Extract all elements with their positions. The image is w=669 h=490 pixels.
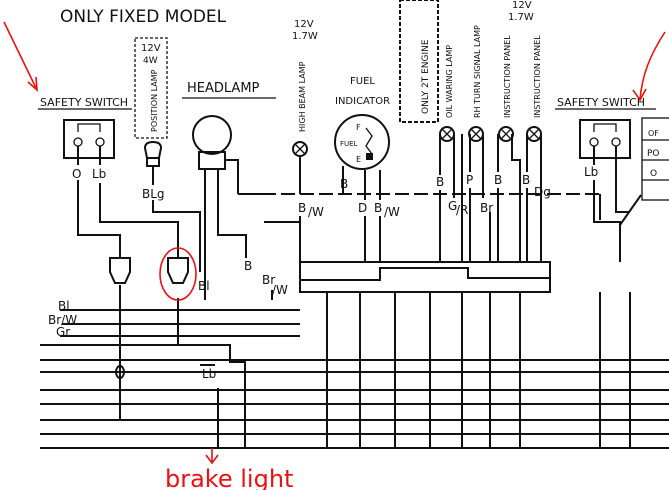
wire-g-r-slash: /R bbox=[456, 203, 468, 217]
wire-lb-right: Lb bbox=[584, 165, 598, 179]
position-lamp-rating: 12V bbox=[141, 43, 161, 54]
right-table-1: OF bbox=[648, 129, 659, 138]
annotation-arrow-right bbox=[632, 31, 666, 102]
wire-b-fuel: B bbox=[340, 177, 348, 191]
instruction-panel-2-label: INSTRUCTION PANEL bbox=[533, 35, 542, 118]
wire-b-right3: B bbox=[522, 173, 530, 187]
brake-light-label: brake light bbox=[165, 465, 293, 490]
right-lamp-group: 12V 1.7W ONLY 2T ENGINE OIL WARING LAMP … bbox=[399, 0, 542, 142]
diagram-title: ONLY FIXED MODEL bbox=[60, 7, 227, 27]
headlamp-label: HEADLAMP bbox=[187, 81, 260, 96]
wire-g-r: G bbox=[448, 199, 457, 213]
wires bbox=[40, 134, 669, 449]
wire-b-right1: B bbox=[436, 175, 444, 189]
position-lamp-watt: 4W bbox=[143, 56, 158, 66]
oil-warning-label: OIL WARING LAMP bbox=[445, 45, 454, 118]
wire-br-w-slash: /W bbox=[272, 283, 288, 297]
position-lamp: 12V 4W POSITION LAMP bbox=[134, 37, 168, 167]
wire-bl-conn: Bl bbox=[198, 279, 210, 293]
wire-br-bottom: Br bbox=[480, 201, 493, 215]
wire-blg: BLg bbox=[142, 187, 165, 201]
high-beam-rating: 12V bbox=[294, 19, 314, 30]
high-beam-watt: 1.7W bbox=[292, 31, 318, 42]
rh-turn-label: RH TURN SIGNAL LAMP bbox=[473, 25, 482, 118]
fuel-label: FUEL bbox=[350, 76, 375, 87]
wire-p: P bbox=[466, 173, 473, 187]
right-table-3: O bbox=[650, 169, 657, 179]
safety-switch-right: SAFETY SWITCH OF PO O bbox=[555, 96, 669, 201]
wire-b-w-2: B bbox=[374, 201, 382, 215]
high-beam-lamp: 12V 1.7W HIGH BEAM LAMP bbox=[292, 19, 318, 157]
wire-o: O bbox=[72, 167, 81, 181]
connector-mid bbox=[159, 247, 197, 301]
gauge-fuel: FUEL bbox=[340, 140, 358, 148]
wire-b-w-2-slash: /W bbox=[384, 205, 400, 219]
wire-bus-br-w: Br/W bbox=[48, 313, 77, 327]
wire-d: D bbox=[358, 201, 367, 215]
wire-lb-left: Lb bbox=[92, 167, 106, 181]
annotation-arrow-left bbox=[3, 21, 38, 92]
right-watt: 1.7W bbox=[508, 12, 534, 23]
fuel-indicator: FUEL INDICATOR F FUEL E bbox=[334, 76, 390, 170]
right-table-2: PO bbox=[647, 149, 660, 159]
wire-bus-gr: Gr bbox=[56, 325, 70, 339]
wire-b-w-1: B bbox=[298, 201, 306, 215]
inline-connector bbox=[115, 365, 125, 379]
wire-b-w-1-slash: /W bbox=[308, 205, 324, 219]
gauge-f: F bbox=[356, 123, 361, 132]
position-lamp-label: POSITION LAMP bbox=[150, 69, 159, 132]
safety-switch-right-label: SAFETY SWITCH bbox=[557, 96, 645, 109]
right-rating: 12V bbox=[512, 0, 532, 11]
safety-switch-left: SAFETY SWITCH bbox=[38, 96, 132, 159]
high-beam-label: HIGH BEAM LAMP bbox=[298, 61, 307, 132]
wire-lb-bottom: Lb bbox=[202, 367, 216, 381]
only-2t-label: ONLY 2T ENGINE bbox=[421, 39, 431, 114]
connector-left bbox=[109, 257, 131, 284]
headlamp: HEADLAMP bbox=[182, 81, 276, 170]
wire-labels: O Lb BLg Bl B Br /W B B /W D B /W B P B … bbox=[48, 165, 598, 381]
wire-dg: Dg bbox=[534, 185, 551, 199]
wire-bus-bl: Bl bbox=[58, 299, 70, 313]
brake-light-annotation: brake light bbox=[165, 448, 293, 490]
wire-b-mid: B bbox=[244, 259, 252, 273]
gauge-e: E bbox=[356, 155, 361, 164]
indicator-label: INDICATOR bbox=[335, 96, 390, 107]
wire-br-w: Br bbox=[262, 273, 275, 287]
safety-switch-left-label: SAFETY SWITCH bbox=[40, 96, 128, 109]
instruction-panel-1-label: INSTRUCTION PANEL bbox=[503, 35, 512, 118]
wire-b-right2: B bbox=[494, 173, 502, 187]
